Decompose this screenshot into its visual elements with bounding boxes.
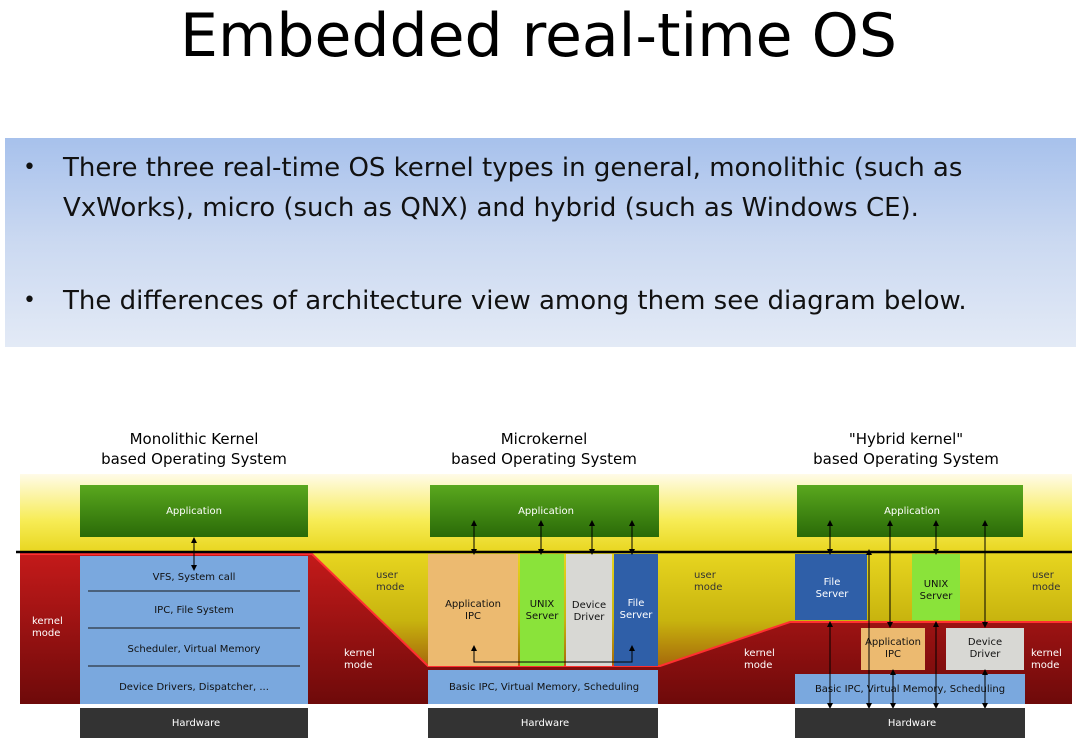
micro-hardware-label: Hardware [521,718,569,729]
micro-hardware-box [428,708,658,738]
monolithic-layer-label: IPC, File System [154,605,234,616]
micro-application-box [430,485,659,537]
bullet-text: The differences of architecture view amo… [63,286,967,316]
monolithic-hardware-box [80,708,308,738]
bullet-box: • There three real-time OS kernel types … [5,138,1076,347]
monolithic-layer-label: VFS, System call [153,572,236,583]
slide-title: Embedded real-time OS [180,1,897,71]
bullet-dot-icon: • [23,288,36,313]
ipc-message-arrow [471,645,635,663]
hybrid-unix-server-box [912,554,960,620]
hybrid-hardware-box [795,708,1025,738]
hybrid-file-server-box [795,554,867,620]
monolithic-layer-label: Device Drivers, Dispatcher, ... [119,682,269,693]
micro-application-label: Application [518,506,574,517]
hybrid-application-label: Application [884,506,940,517]
hybrid-heading: "Hybrid kernel"based Operating System [813,430,999,468]
hybrid-device-driver-box [946,628,1024,670]
micro-core-label: Basic IPC, Virtual Memory, Scheduling [449,682,639,693]
hybrid-core-label: Basic IPC, Virtual Memory, Scheduling [815,684,1005,695]
monolithic-layer-label: Scheduler, Virtual Memory [128,644,261,655]
hybrid-hardware-label: Hardware [888,718,936,729]
micro-app-ipc-box [428,554,518,666]
micro-core-box [428,670,658,704]
micro-unix-server-box [520,554,564,666]
monolithic-hardware-label: Hardware [172,718,220,729]
monolithic-application-label: Application [166,506,222,517]
monolithic-application-box [80,485,308,537]
bullet-dot-icon: • [23,155,36,180]
monolithic-kernel-box [80,556,308,704]
bullet-text: There three real-time OS kernel types in… [63,153,963,223]
